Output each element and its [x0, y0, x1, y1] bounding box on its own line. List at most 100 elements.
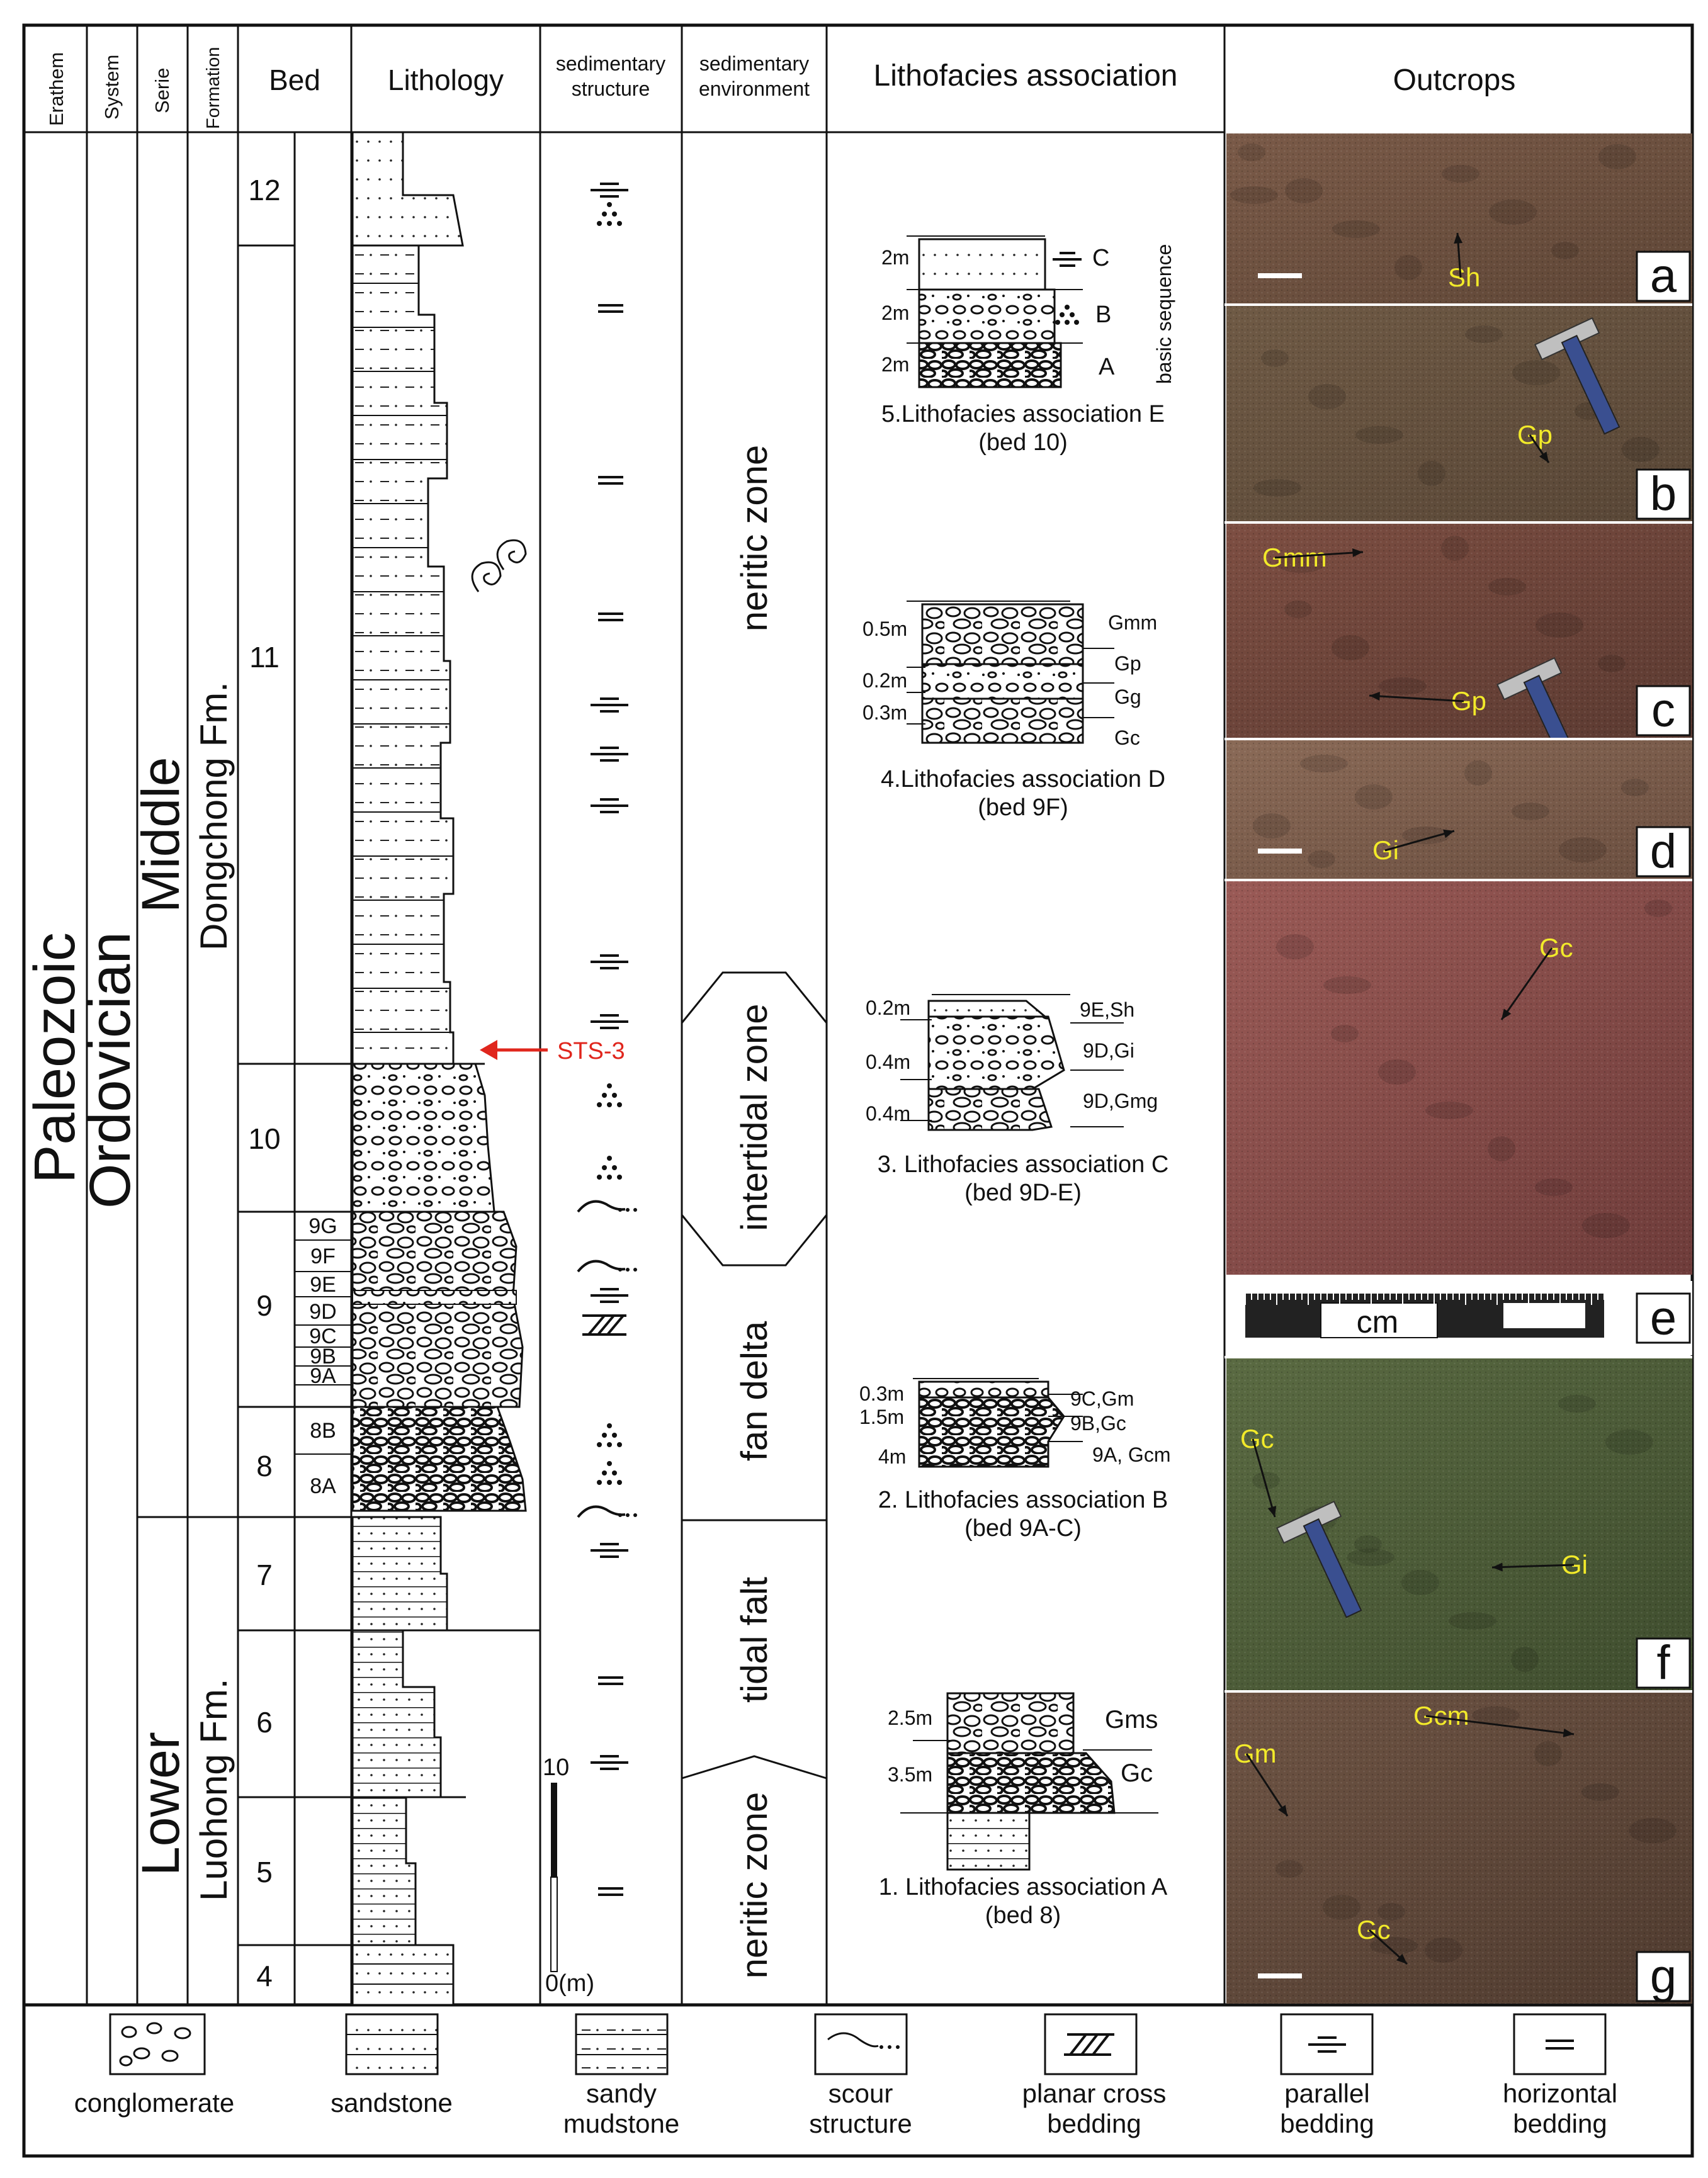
- svg-text:2m: 2m: [881, 302, 909, 324]
- horizontal-bedding-icon: [598, 1676, 623, 1685]
- svg-text:Gg: Gg: [1114, 686, 1141, 708]
- erathem-label: Paleozoic: [23, 932, 87, 1183]
- legend-label-bedding-3: bedding: [1513, 2109, 1607, 2138]
- photo-letter-c: c: [1651, 684, 1675, 737]
- bed-7: 7: [256, 1559, 273, 1591]
- scour-structure-icon: [577, 1505, 626, 1518]
- svg-text:3.5m: 3.5m: [888, 1763, 932, 1786]
- svg-text:2m: 2m: [881, 246, 909, 269]
- bed-4: 4: [256, 1960, 273, 1992]
- scale-bottom-label: 0(m): [545, 1970, 594, 1997]
- legend-label-structure: structure: [809, 2109, 912, 2138]
- system-label: Ordovician: [78, 932, 142, 1209]
- sts3-label: STS-3: [557, 1038, 625, 1064]
- bed-11: 11: [249, 641, 280, 674]
- photo-letter-e: e: [1650, 1292, 1677, 1345]
- scour-structure-icon: [577, 1260, 626, 1273]
- lithology-header: Lithology: [388, 64, 504, 96]
- photo-letter-d: d: [1650, 825, 1677, 878]
- svg-text:Gc: Gc: [1114, 726, 1140, 749]
- association-E-title: 5.Lithofacies association E: [881, 401, 1165, 427]
- legend-label-sandstone: sandstone: [331, 2088, 453, 2118]
- env-fan-delta: fan delta: [734, 1321, 775, 1461]
- env-neritic-lower: neritic zone: [734, 1792, 775, 1979]
- legend-label-parallel: parallel: [1284, 2079, 1369, 2108]
- svg-text:9E,Sh: 9E,Sh: [1080, 998, 1134, 1021]
- bed-9: 9: [256, 1289, 273, 1322]
- photo-letter-g: g: [1650, 1949, 1677, 2003]
- photo-label: Gm: [1234, 1739, 1277, 1768]
- planar-cross-bedding-icon: [582, 1314, 626, 1336]
- subbed-9A: 9A: [310, 1364, 336, 1388]
- svg-text:9D,Gmg: 9D,Gmg: [1083, 1090, 1158, 1112]
- svg-text:0.3m: 0.3m: [859, 1382, 904, 1405]
- photo-letter-f: f: [1656, 1636, 1670, 1690]
- system-header: System: [101, 55, 123, 120]
- bed-12: 12: [248, 174, 280, 206]
- svg-text:Gc: Gc: [1121, 1759, 1153, 1787]
- horizontal-bedding-icon: [598, 1887, 623, 1896]
- photo-label: Gc: [1357, 1915, 1391, 1944]
- legend-label-horizontal: horizontal: [1503, 2079, 1617, 2108]
- svg-text:2.5m: 2.5m: [888, 1707, 932, 1729]
- sandy-mudstone-icon: [575, 2013, 669, 2075]
- gradation-markers: [597, 202, 622, 1485]
- photo-label: Sh: [1448, 262, 1480, 292]
- subbed-9B: 9B: [310, 1345, 336, 1368]
- parallel-bedding-icon: [591, 1288, 628, 1303]
- outcrop-photo-d: dGi: [1226, 740, 1692, 879]
- sts3-marker: STS-3: [480, 1038, 625, 1064]
- svg-text:0.2m: 0.2m: [866, 996, 910, 1019]
- association-B-title: 2. Lithofacies association B: [878, 1487, 1168, 1513]
- formation-header: Formation: [203, 47, 223, 129]
- environment-shapes: [681, 971, 828, 1780]
- horizontal-bedding-icon: [598, 304, 623, 313]
- parallel-bedding-icon: [591, 954, 628, 969]
- legend-label-conglomerate: conglomerate: [74, 2088, 234, 2118]
- svg-text:9D,Gi: 9D,Gi: [1083, 1039, 1134, 1062]
- svg-text:0.4m: 0.4m: [866, 1102, 910, 1125]
- env-neritic-upper: neritic zone: [734, 445, 775, 632]
- bed-8: 8: [256, 1450, 273, 1482]
- svg-text:0.5m: 0.5m: [862, 618, 907, 640]
- parallel-bedding-icon: [591, 747, 628, 762]
- sed-environment-header-1: sedimentary: [699, 52, 809, 75]
- outcrop-photo-a: aSh: [1226, 133, 1692, 303]
- parallel-bedding-icon: [591, 1014, 628, 1029]
- association-A: 2.5m 3.5m Gms Gc 1. Lithofacies associat…: [879, 1692, 1168, 1929]
- association-E: 2m 2m 2m C B A basic sequence 5.Lithofac…: [881, 235, 1175, 456]
- sandstone-icon: [345, 2013, 439, 2075]
- legend-label-planar-cross: planar cross: [1022, 2079, 1167, 2108]
- photo-label: Gc: [1240, 1424, 1274, 1453]
- bed-header: Bed: [269, 64, 320, 96]
- sed-environment-header-2: environment: [699, 77, 810, 100]
- association-E-bed: (bed 10): [978, 429, 1068, 456]
- svg-text:9C,Gm: 9C,Gm: [1070, 1387, 1134, 1410]
- svg-text:Gmm: Gmm: [1108, 611, 1157, 634]
- association-A-bed: (bed 8): [985, 1902, 1061, 1929]
- svg-text:A: A: [1099, 354, 1115, 380]
- association-D: 0.5m 0.2m 0.3m Gmm Gp Gg Gc 4.Lithofacie…: [862, 601, 1165, 821]
- env-tidal-falt: tidal falt: [734, 1577, 775, 1703]
- photo-label: Gmm: [1262, 543, 1327, 572]
- legend-label-sandy: sandy: [586, 2079, 657, 2108]
- svg-text:0.2m: 0.2m: [862, 669, 907, 692]
- horizontal-bedding-icon: [1513, 2013, 1607, 2075]
- svg-text:9A, Gcm: 9A, Gcm: [1092, 1443, 1170, 1466]
- subbed-8A: 8A: [310, 1474, 336, 1498]
- legend-label-scour: scour: [829, 2079, 893, 2108]
- scale-bar: 10 0(m): [543, 1754, 594, 1997]
- lithofacies-header: Lithofacies association: [874, 59, 1178, 93]
- outcrops-header: Outcrops: [1393, 64, 1516, 97]
- svg-text:0.4m: 0.4m: [866, 1051, 910, 1073]
- svg-text:9B,Gc: 9B,Gc: [1070, 1412, 1126, 1435]
- formation-upper-label: Dongchong Fm.: [193, 682, 235, 951]
- scour-structure-icon: [577, 1200, 626, 1213]
- association-D-bed: (bed 9F): [978, 794, 1068, 821]
- serie-header: Serie: [151, 68, 173, 113]
- svg-text:4m: 4m: [878, 1445, 906, 1468]
